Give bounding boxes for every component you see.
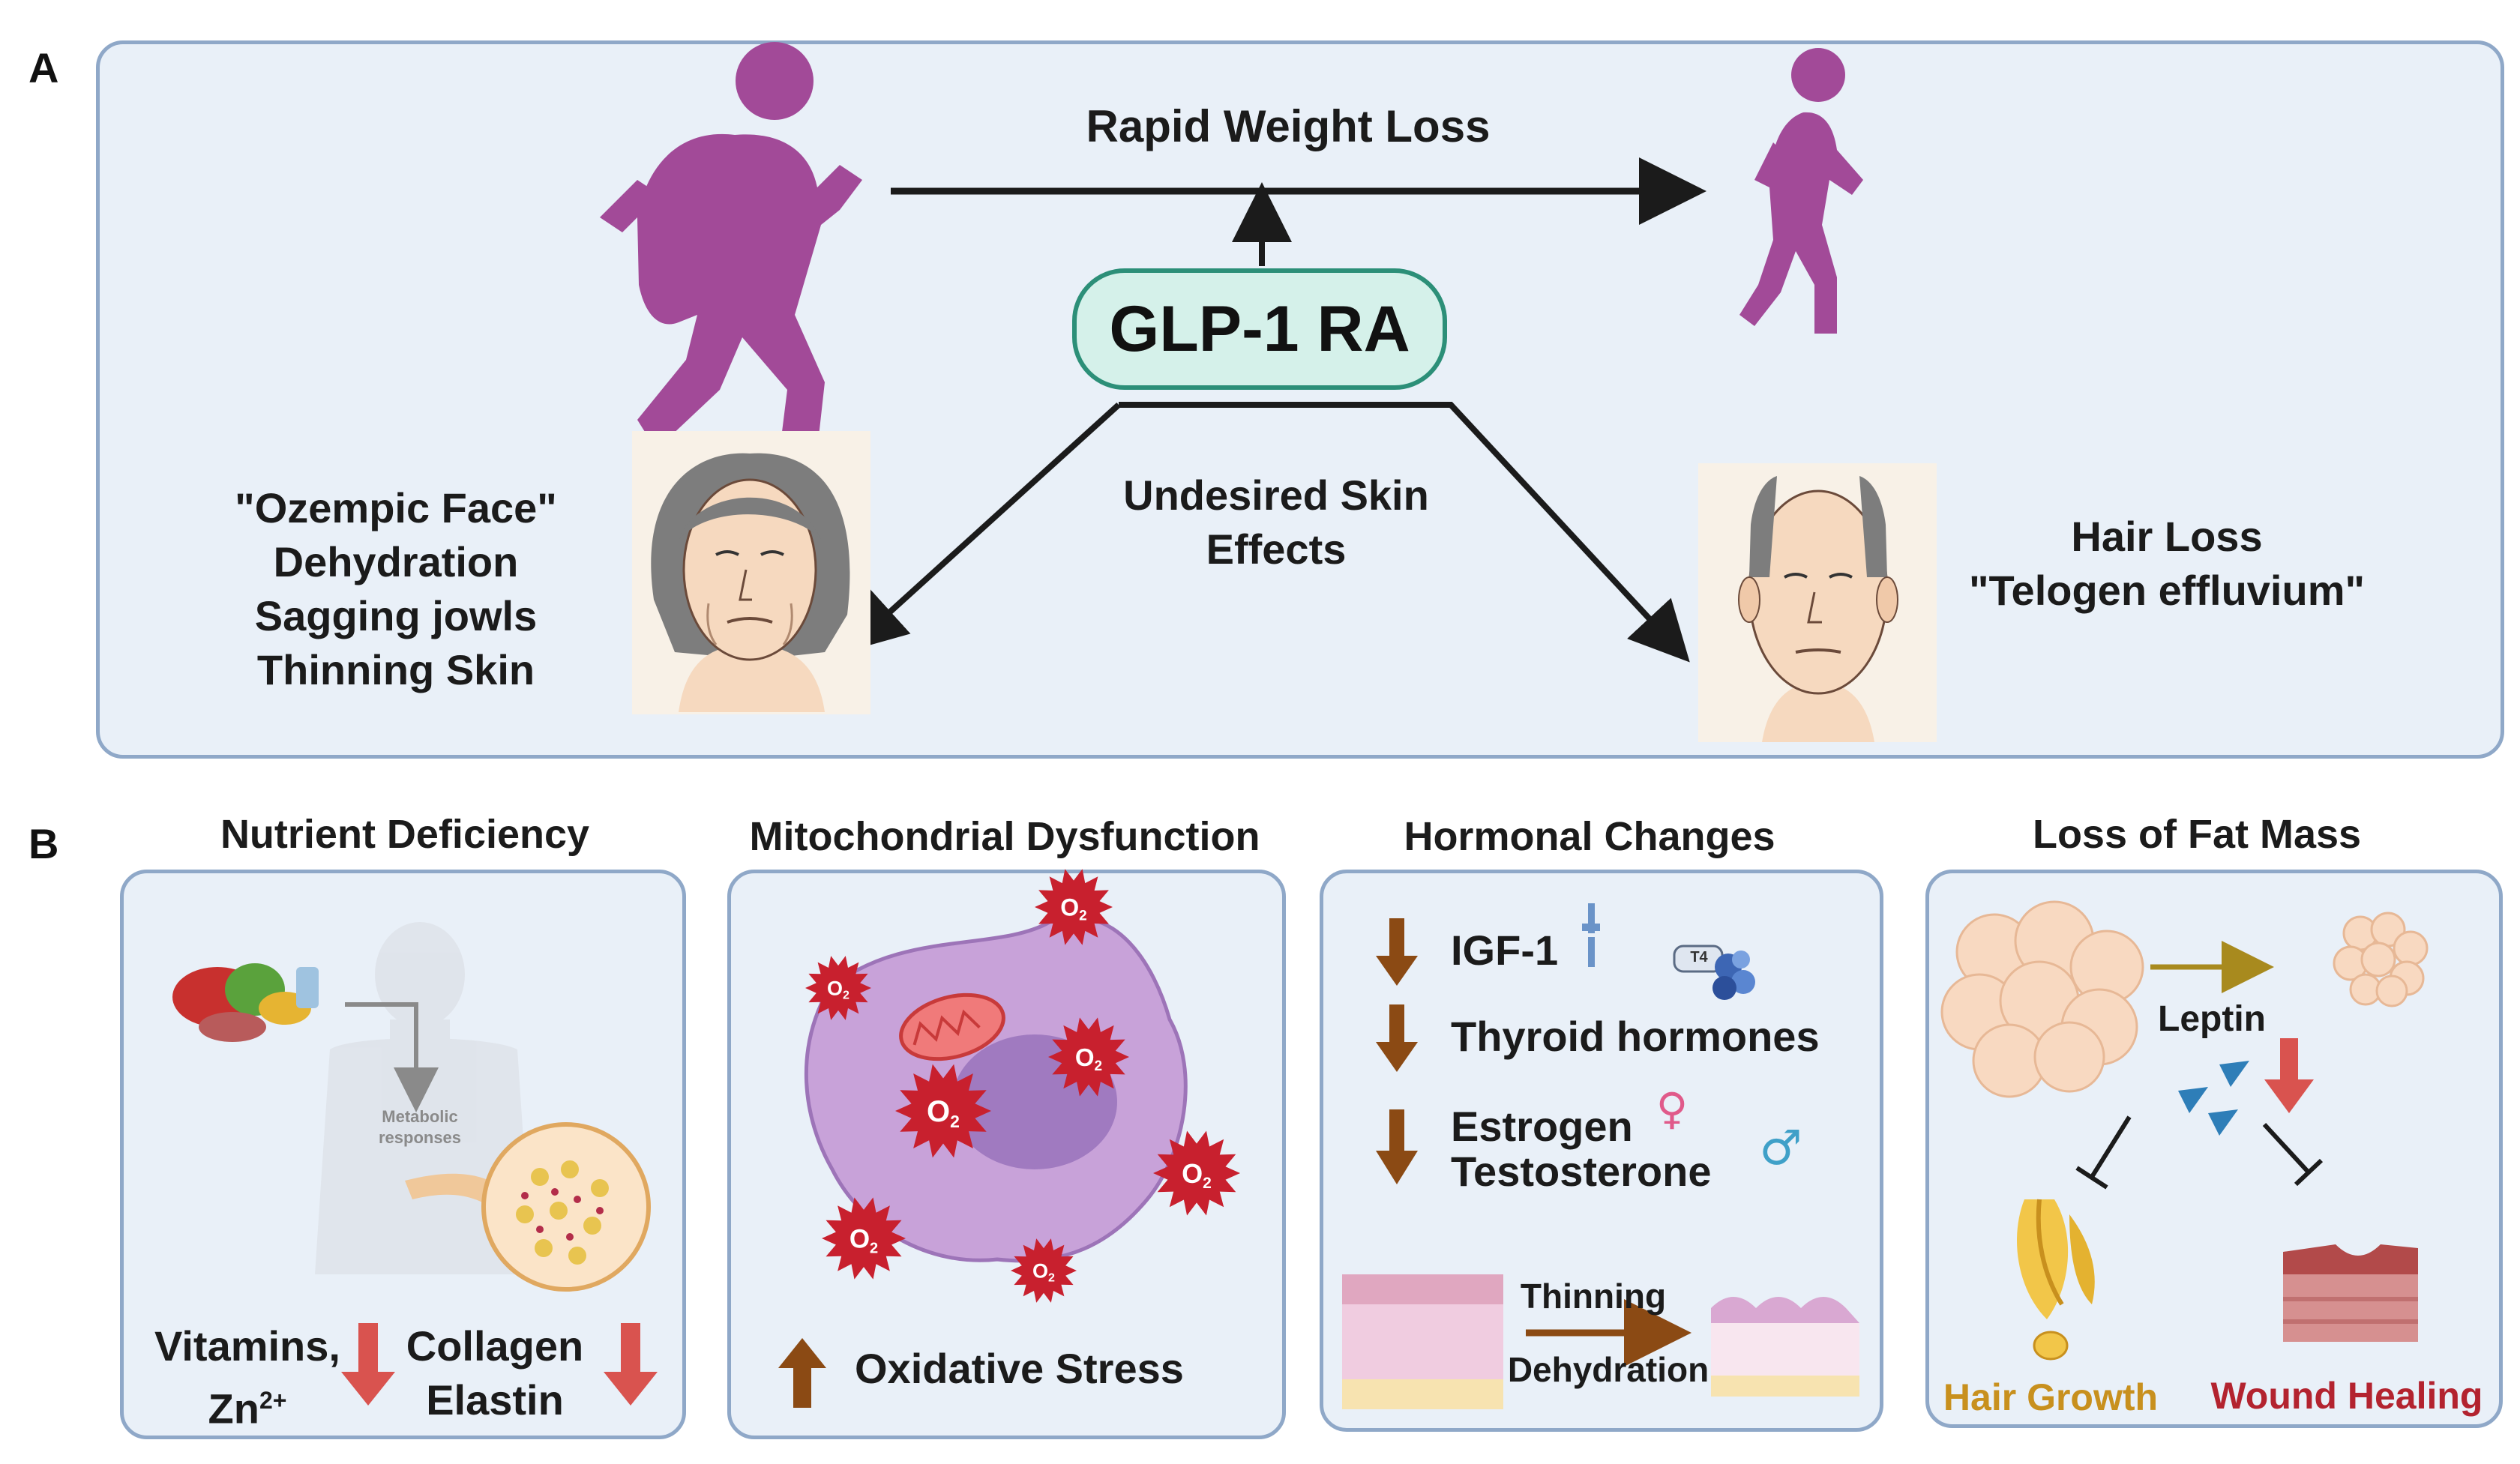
human-silhouette-icon (315, 922, 532, 1274)
igf1-down-arrow-icon (1376, 918, 1418, 986)
mitochondrion-icon (899, 992, 1005, 1061)
o2-star-icon (822, 1197, 906, 1280)
o2-star-icon (1048, 1017, 1129, 1097)
thyroid-down-arrow-icon (1376, 1004, 1418, 1072)
person-walking-slim-icon (1739, 48, 1863, 334)
left-effect-3: Sagging jowls (254, 592, 538, 639)
food-icon (172, 963, 319, 1042)
nutrient-deficiency-title: Nutrient Deficiency (220, 812, 590, 857)
panel-a-label: A (28, 44, 59, 91)
cell-magnified-icon (481, 1122, 651, 1292)
dehydration-label: Dehydration (1507, 1350, 1709, 1389)
person-walking-large-icon (600, 42, 862, 450)
thyroid-label: Thyroid hormones (1451, 1013, 1820, 1060)
loss-of-fat-mass-title: Loss of Fat Mass (2032, 812, 2362, 857)
undesired-skin-effects-line2: Effects (1206, 525, 1347, 573)
metabolic-label-line2: responses (378, 1128, 462, 1147)
hair-follicle-icon (2017, 1199, 2095, 1361)
testosterone-label: Testosterone (1451, 1148, 1712, 1195)
glp1-ra-pill: GLP-1 RA (1072, 268, 1447, 390)
o2-star-icon (895, 1064, 991, 1158)
left-effect-1: "Ozempic Face" (235, 484, 557, 531)
collagen-down-arrow-icon (604, 1323, 658, 1406)
wound-healing-label: Wound Healing (2210, 1375, 2483, 1417)
sex-hormones-down-arrow-icon (1376, 1109, 1418, 1184)
wound-tissue-icon (2283, 1244, 2418, 1342)
rapid-weight-loss-label: Rapid Weight Loss (1086, 101, 1491, 151)
collagen-label: Collagen (406, 1322, 584, 1370)
leptin-down-arrow-icon (2264, 1038, 2314, 1113)
mitochondrial-dysfunction-title: Mitochondrial Dysfunction (749, 814, 1260, 859)
inhibit-hair-icon (2075, 1115, 2132, 1190)
balding-man-face-icon (1698, 463, 1937, 742)
o2-subscript: 2 (870, 1240, 878, 1256)
oxidative-stress-label: Oxidative Stress (855, 1345, 1184, 1392)
o2-subscript: 2 (950, 1112, 960, 1131)
o2-star-icon (1153, 1130, 1240, 1216)
hair-growth-label: Hair Growth (1943, 1376, 2159, 1418)
leptin-molecules-icon (2178, 1061, 2249, 1136)
female-symbol-icon: ♀ (1656, 1083, 1688, 1134)
thin-skin-icon (1711, 1297, 1859, 1397)
o2-subscript: 2 (1095, 1058, 1103, 1074)
panel-a-box (96, 40, 2504, 759)
metabolic-label-line1: Metabolic (382, 1107, 458, 1126)
large-adipocyte-cluster-icon (1940, 900, 2144, 1098)
left-effect-2: Dehydration (273, 538, 519, 585)
t4-label: T4 (1690, 949, 1708, 966)
igf1-label: IGF-1 (1451, 927, 1559, 974)
inhibit-wound-icon (2262, 1122, 2324, 1187)
o2-star-icon (1035, 869, 1113, 945)
igf1-receptor-icon (1582, 903, 1600, 967)
thinning-label: Thinning (1520, 1277, 1667, 1316)
small-adipocyte-cluster-icon (2333, 912, 2429, 1007)
vitamins-label: Vitamins, (154, 1322, 340, 1370)
thick-skin-icon (1342, 1274, 1503, 1409)
o2-subscript: 2 (1079, 908, 1087, 924)
o2-subscript: 2 (843, 989, 849, 1002)
o2-subscript: 2 (1048, 1272, 1055, 1285)
leptin-label: Leptin (2158, 999, 2266, 1039)
elastin-label: Elastin (426, 1376, 564, 1424)
right-effect-2: "Telogen effluvium" (1968, 567, 2366, 614)
o2-star-icon (805, 956, 871, 1020)
left-effect-4: Thinning Skin (256, 646, 535, 693)
undesired-skin-effects-line1: Undesired Skin (1123, 472, 1429, 519)
hormonal-changes-title: Hormonal Changes (1404, 814, 1775, 859)
aged-woman-face-icon (632, 431, 870, 714)
thyroid-molecule-icon (1673, 945, 1755, 1000)
right-effect-1: Hair Loss (2071, 513, 2263, 560)
zinc-label: Zn2+ (208, 1385, 287, 1433)
male-symbol-icon: ♂ (1759, 1121, 1802, 1176)
o2-star-icon (1011, 1238, 1077, 1303)
vitamins-down-arrow-icon (341, 1323, 395, 1406)
estrogen-label: Estrogen (1451, 1103, 1633, 1150)
o2-subscript: 2 (1203, 1175, 1212, 1192)
panel-b-label: B (28, 820, 59, 867)
